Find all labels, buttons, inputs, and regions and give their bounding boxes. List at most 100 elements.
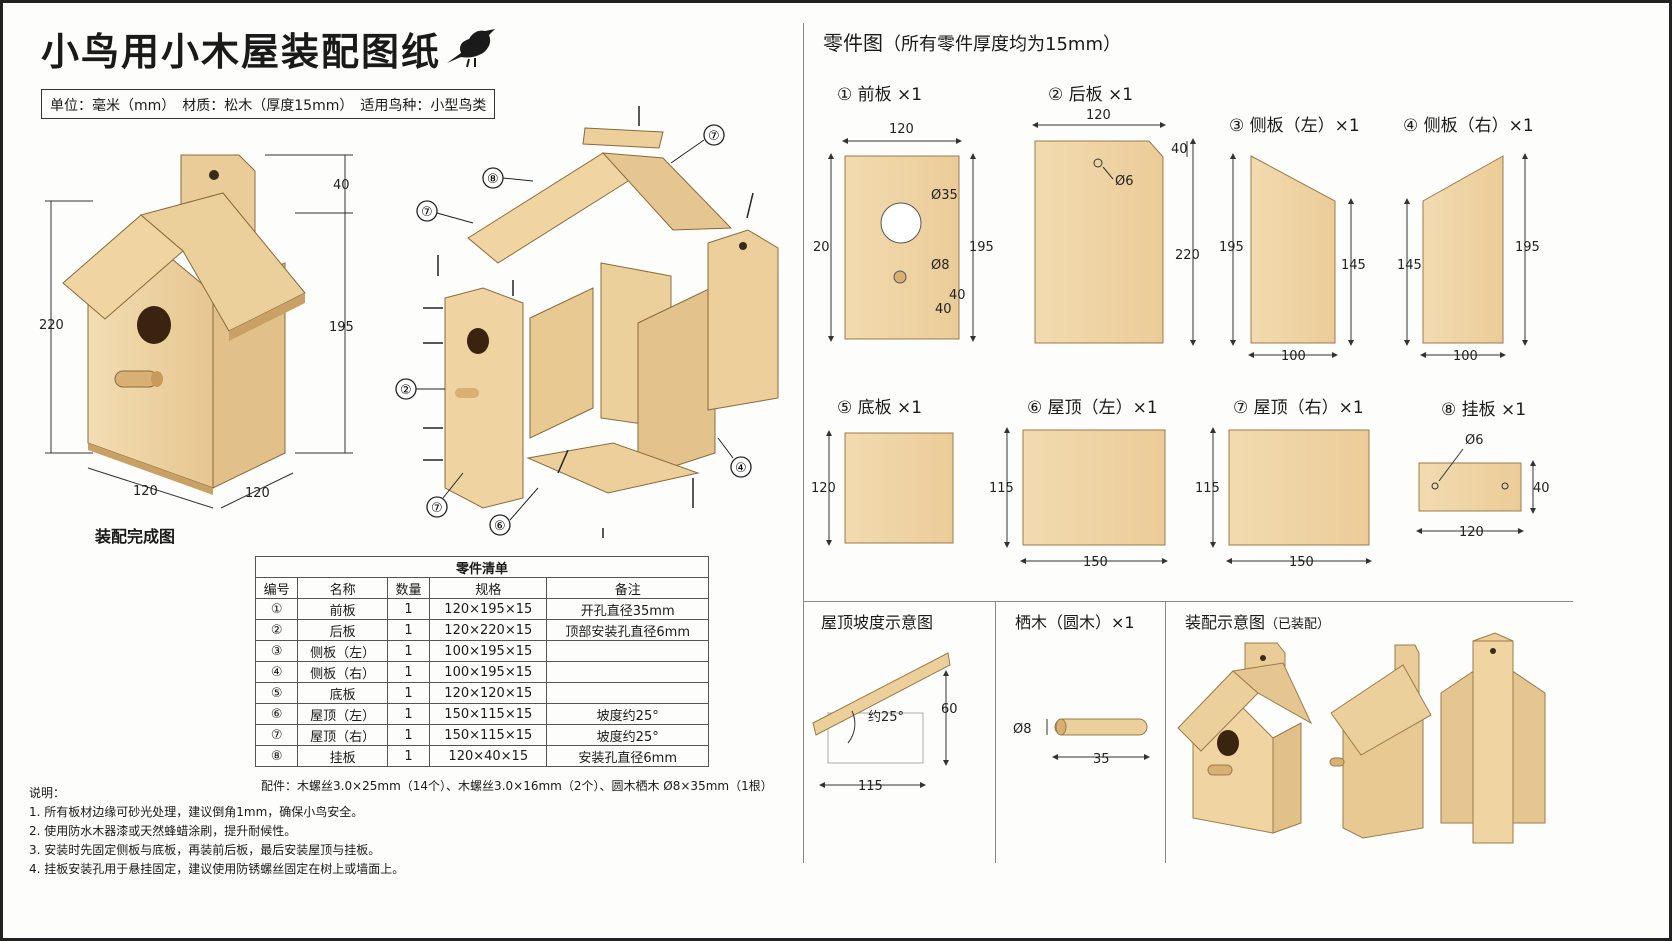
table-cell: ④ xyxy=(254,661,299,683)
dim-height-total: 220 xyxy=(39,318,64,333)
part-label-3: ③ 侧板（左）×1 xyxy=(1229,116,1360,136)
table-cell: 1 xyxy=(386,661,431,683)
perch-length-label: 35 xyxy=(1093,752,1110,767)
hanger-board-part xyxy=(1418,462,1522,512)
parts-table-caption: 零件清单 xyxy=(255,556,709,578)
parts-table-header-cell: 数量 xyxy=(386,577,431,599)
hanger-hole-right xyxy=(1501,482,1509,490)
spec-info-box: 单位：毫米（mm） 材质：松木（厚度15mm） 适用鸟种：小型鸟类 xyxy=(41,89,496,119)
table-cell xyxy=(546,640,709,662)
table-cell: ② xyxy=(254,619,299,641)
exploded-base xyxy=(526,442,700,494)
dim-height-body: 195 xyxy=(329,320,354,335)
dim-sideL-width: 100 xyxy=(1281,349,1306,364)
dim-sideL-height: 195 xyxy=(1219,240,1244,255)
spec-info-text: 单位：毫米（mm） 材质：松木（厚度15mm） 适用鸟种：小型鸟类 xyxy=(50,98,487,114)
front-board-part xyxy=(844,155,960,340)
table-cell: 150×115×15 xyxy=(429,703,548,725)
exploded-label-7b: ⑦ xyxy=(421,205,433,220)
part-label-4: ④ 侧板（右）×1 xyxy=(1403,116,1534,136)
assembled-birdhouse-drawing: 220 40 195 120 120 xyxy=(39,154,354,509)
dim-hanger-height: 40 xyxy=(1533,481,1550,496)
page-title: 小鸟用小木屋装配图纸 xyxy=(41,21,441,76)
assy1-side xyxy=(1272,722,1302,834)
table-cell: 坡度约25° xyxy=(546,724,709,746)
table-cell: 1 xyxy=(386,724,431,746)
base-board-part xyxy=(844,432,954,544)
dim-front-hole: Ø35 xyxy=(931,188,958,203)
table-cell: 120×195×15 xyxy=(429,598,548,620)
table-cell: 150×115×15 xyxy=(429,724,548,746)
table-cell: 坡度约25° xyxy=(546,703,709,725)
parts-drawing-title: 零件图（所有零件厚度均为15mm） xyxy=(823,27,1121,56)
note-1: 1. 所有板材边缘可砂光处理，建议倒角1mm，确保小鸟安全。 xyxy=(29,805,364,819)
entrance-hole xyxy=(137,306,171,344)
panel-sep-2 xyxy=(1165,601,1166,863)
side-left-part xyxy=(1250,155,1336,344)
table-cell: 屋顶（左） xyxy=(297,703,388,725)
parts-table-header: 编号名称数量规格备注 xyxy=(254,577,709,599)
notes-title: 说明： xyxy=(29,786,66,800)
table-cell: ⑦ xyxy=(254,724,299,746)
exploded-roof-right xyxy=(601,152,733,231)
exploded-front-panel xyxy=(444,287,524,509)
dim-top: 40 xyxy=(333,178,350,193)
assembly-title-text: 装配示意图 xyxy=(1185,613,1266,632)
dim-front-perch: Ø8 xyxy=(931,258,950,273)
exploded-entrance-hole xyxy=(467,328,489,354)
table-cell: 顶部安装孔直径6mm xyxy=(546,619,709,641)
assembly-title: 装配示意图（已装配） xyxy=(1185,609,1330,633)
exploded-label-8: ⑧ xyxy=(487,172,499,187)
table-cell: 底板 xyxy=(297,682,388,704)
dim-sideR-width: 100 xyxy=(1453,349,1478,364)
parts-table-header-cell: 规格 xyxy=(429,577,548,599)
dim-back-height: 220 xyxy=(1175,248,1200,263)
dim-roofL-width: 150 xyxy=(1083,555,1108,570)
assy1-mount-hole xyxy=(1260,655,1266,661)
parts-table-header-cell: 编号 xyxy=(254,577,299,599)
perch-diameter-label: Ø8 xyxy=(1013,722,1032,737)
exploded-label-4: ④ xyxy=(735,461,747,476)
roof-slope-drawing: 约25° 60 115 xyxy=(812,652,958,794)
assy2-perch xyxy=(1329,757,1345,767)
table-cell: ⑧ xyxy=(254,745,299,767)
table-cell: ⑤ xyxy=(254,682,299,704)
slope-angle-label: 约25° xyxy=(868,710,904,725)
perch-rod-end xyxy=(1055,718,1067,736)
table-cell: 前板 xyxy=(297,598,388,620)
dim-front-height: 195 xyxy=(969,240,994,255)
parts-table-header-cell: 备注 xyxy=(546,577,709,599)
table-cell: 安装孔直径6mm xyxy=(546,745,709,767)
dim-sideR-height: 195 xyxy=(1515,240,1540,255)
perch-drawing: Ø8 35 xyxy=(1013,718,1150,767)
bird-icon xyxy=(447,29,495,68)
assy3-mount-hole xyxy=(1490,648,1496,654)
table-cell: ① xyxy=(254,598,299,620)
hanger-hole-left xyxy=(1431,482,1439,490)
part-label-7: ⑦ 屋顶（右）×1 xyxy=(1233,398,1364,418)
slope-roof-board xyxy=(812,652,951,736)
dim-roofR-height: 115 xyxy=(1195,481,1220,496)
exploded-side-left xyxy=(529,287,594,439)
slope-angle-arc xyxy=(847,710,856,744)
slope-width-label: 115 xyxy=(858,779,883,794)
assy3-front-strip xyxy=(1472,640,1514,844)
dim-front-width: 120 xyxy=(889,122,914,137)
perch-end xyxy=(151,371,163,387)
table-cell: 1 xyxy=(386,703,431,725)
dim-back-top: 40 xyxy=(1171,142,1188,157)
dim-width-front: 120 xyxy=(133,484,158,499)
parts-table-header-cell: 名称 xyxy=(297,577,388,599)
table-cell: 1 xyxy=(386,745,431,767)
dim-roofL-height: 115 xyxy=(989,481,1014,496)
note-3: 3. 安装时先固定侧板与底板，再装前后板，最后安装屋顶与挂板。 xyxy=(29,843,381,857)
part-label-5: ⑤ 底板 ×1 xyxy=(837,398,923,418)
perch-hole-8 xyxy=(893,270,907,284)
table-cell: 1 xyxy=(386,682,431,704)
perch xyxy=(114,370,158,388)
table-cell: 100×195×15 xyxy=(429,640,548,662)
